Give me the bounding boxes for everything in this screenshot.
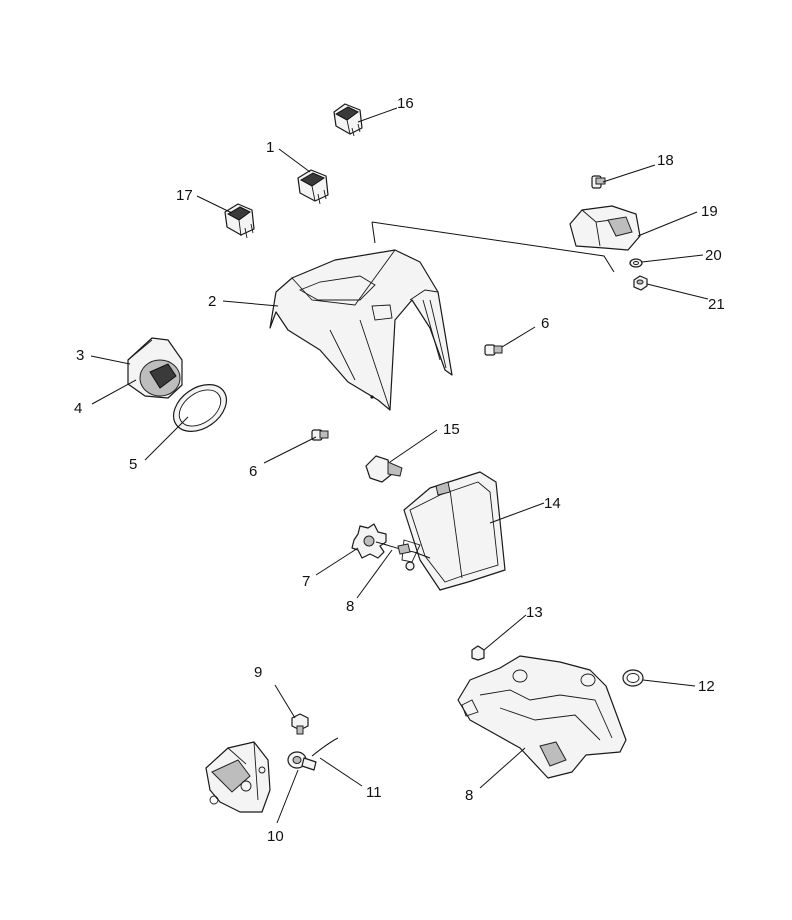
sensor-11-12 <box>287 737 339 771</box>
callout-3: 3 <box>76 347 84 364</box>
switch-1 <box>297 169 329 205</box>
callout-11: 10 <box>267 828 284 845</box>
callout-15: 14 <box>544 495 561 512</box>
callout-6-lower: 6 <box>249 463 257 480</box>
o-ring-13 <box>622 669 644 687</box>
callout-9: 8 <box>465 787 473 804</box>
callout-21: 20 <box>705 247 722 264</box>
assembly-line-2-20 <box>371 221 615 273</box>
callout-14: 13 <box>526 604 543 621</box>
callout-2: 2 <box>208 293 216 310</box>
callout-8: 8 <box>346 598 354 615</box>
callout-16: 15 <box>443 421 460 438</box>
bulb-socket-16 <box>365 455 403 483</box>
gauge-housing-3-4 <box>127 337 183 399</box>
switch-18 <box>224 203 255 239</box>
screw-19 <box>591 175 606 189</box>
bolt-6-upper <box>484 344 503 356</box>
callout-labels: 16 1 17 18 19 20 21 2 6 3 4 5 6 15 14 7 … <box>74 95 725 845</box>
bolt-6-lower <box>311 429 329 441</box>
leader-lines <box>90 107 709 824</box>
gear-7 <box>351 523 387 559</box>
callout-5: 5 <box>129 456 137 473</box>
switch-bracket <box>205 741 271 813</box>
switch-17 <box>333 103 363 137</box>
callout-17: 16 <box>397 95 414 112</box>
callout-7: 7 <box>302 573 310 590</box>
callout-22: 21 <box>708 296 725 313</box>
callout-19: 18 <box>657 152 674 169</box>
clip-14 <box>471 645 485 661</box>
callout-4: 4 <box>74 400 82 417</box>
callout-6-upper: 6 <box>541 315 549 332</box>
callout-12: 11 <box>366 784 382 801</box>
ring-gasket-5 <box>173 384 227 432</box>
callout-13: 12 <box>698 678 715 695</box>
callout-1: 1 <box>266 139 274 156</box>
callout-10: 9 <box>254 664 262 681</box>
washer-21 <box>629 258 643 268</box>
upper-cover-2 <box>269 249 453 411</box>
callout-20: 19 <box>701 203 718 220</box>
callout-18: 17 <box>176 187 193 204</box>
cover-20 <box>569 205 641 251</box>
nut-22 <box>633 275 648 291</box>
cable-8 <box>375 541 431 571</box>
lower-cover-9 <box>457 655 627 779</box>
bolt-10 <box>291 713 309 735</box>
headlight-15 <box>401 471 506 591</box>
